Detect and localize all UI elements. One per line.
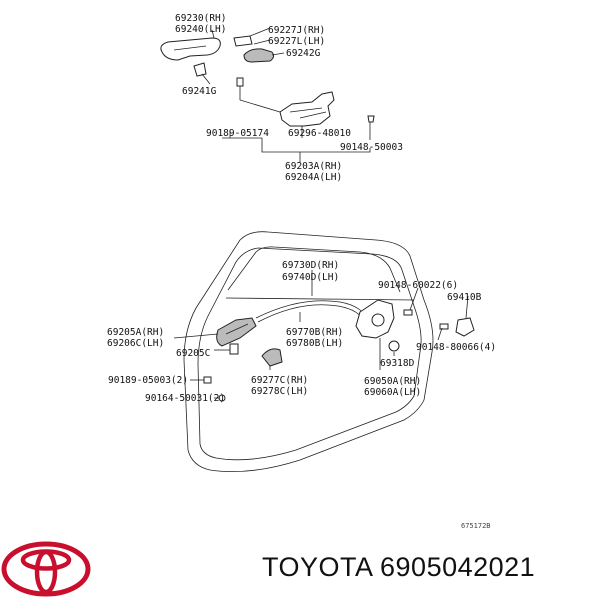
lock-cable <box>255 300 369 321</box>
label-69242G: 69242G <box>286 48 321 59</box>
label-90189-05003: 90189-05003(2) <box>108 375 188 386</box>
inside-door-handle <box>216 317 257 347</box>
door-trim-bezel <box>261 348 283 367</box>
outside-door-handle <box>160 37 221 61</box>
label-90164-50031: 90164-50031(2) <box>145 393 225 404</box>
label-69296: 69296-48010 <box>288 128 351 139</box>
label-69770B: 69770B(RH) <box>286 327 343 338</box>
label-69227L: 69227L(LH) <box>268 36 325 47</box>
figure-ref: 675172B <box>461 522 491 530</box>
door-striker <box>455 317 475 337</box>
label-90148-60022: 90148-60022(6) <box>378 280 458 291</box>
clip <box>236 77 244 87</box>
lock-cylinder-grommet <box>388 340 400 352</box>
label-69277C: 69277C(RH) <box>251 375 308 386</box>
label-69205A: 69205A(RH) <box>107 327 164 338</box>
label-69230: 69230(RH) <box>175 13 226 24</box>
rear-door-outline <box>183 231 434 473</box>
label-69318D: 69318D <box>380 358 415 369</box>
label-69278C: 69278C(LH) <box>251 386 308 397</box>
label-69203A: 69203A(RH) <box>285 161 342 172</box>
label-69060A: 69060A(LH) <box>364 387 421 398</box>
screw <box>439 323 449 330</box>
label-69241G: 69241G <box>182 86 217 97</box>
label-69050A: 69050A(RH) <box>364 376 421 387</box>
clip <box>203 376 212 384</box>
label-90189-05174: 90189-05174 <box>206 128 269 139</box>
door-frame-outer <box>183 231 434 473</box>
toyota-logo <box>1 541 91 597</box>
label-69204A: 69204A(LH) <box>285 172 342 183</box>
label-69227J: 69227J(RH) <box>268 25 325 36</box>
outside-handle-assembly <box>160 27 375 162</box>
handle-bezel <box>229 343 239 355</box>
label-69240: 69240(LH) <box>175 24 226 35</box>
part-labels: 69230(RH) 69240(LH) 69227J(RH) 69227L(LH… <box>107 13 496 530</box>
brand-part-number: TOYOTA 6905042021 <box>262 552 536 582</box>
label-69206C: 69206C(LH) <box>107 338 164 349</box>
label-90148-80066: 90148-80066(4) <box>416 342 496 353</box>
door-frame-inner <box>197 247 422 461</box>
lock-latch <box>371 313 385 327</box>
handle-cover <box>233 35 253 47</box>
handle-frame <box>243 48 275 63</box>
lock-components <box>173 270 475 402</box>
screw <box>403 309 413 316</box>
handle-pad <box>193 62 207 77</box>
label-69730D: 69730D(RH) <box>282 260 339 271</box>
label-90148-50003: 90148-50003 <box>340 142 403 153</box>
label-69740D: 69740D(LH) <box>282 272 339 283</box>
screw <box>367 115 375 123</box>
label-69205C: 69205C <box>176 348 210 359</box>
label-69780B: 69780B(LH) <box>286 338 343 349</box>
handle-frame-assembly <box>279 91 335 127</box>
label-69410B: 69410B <box>447 292 482 303</box>
window-frame <box>227 246 401 293</box>
